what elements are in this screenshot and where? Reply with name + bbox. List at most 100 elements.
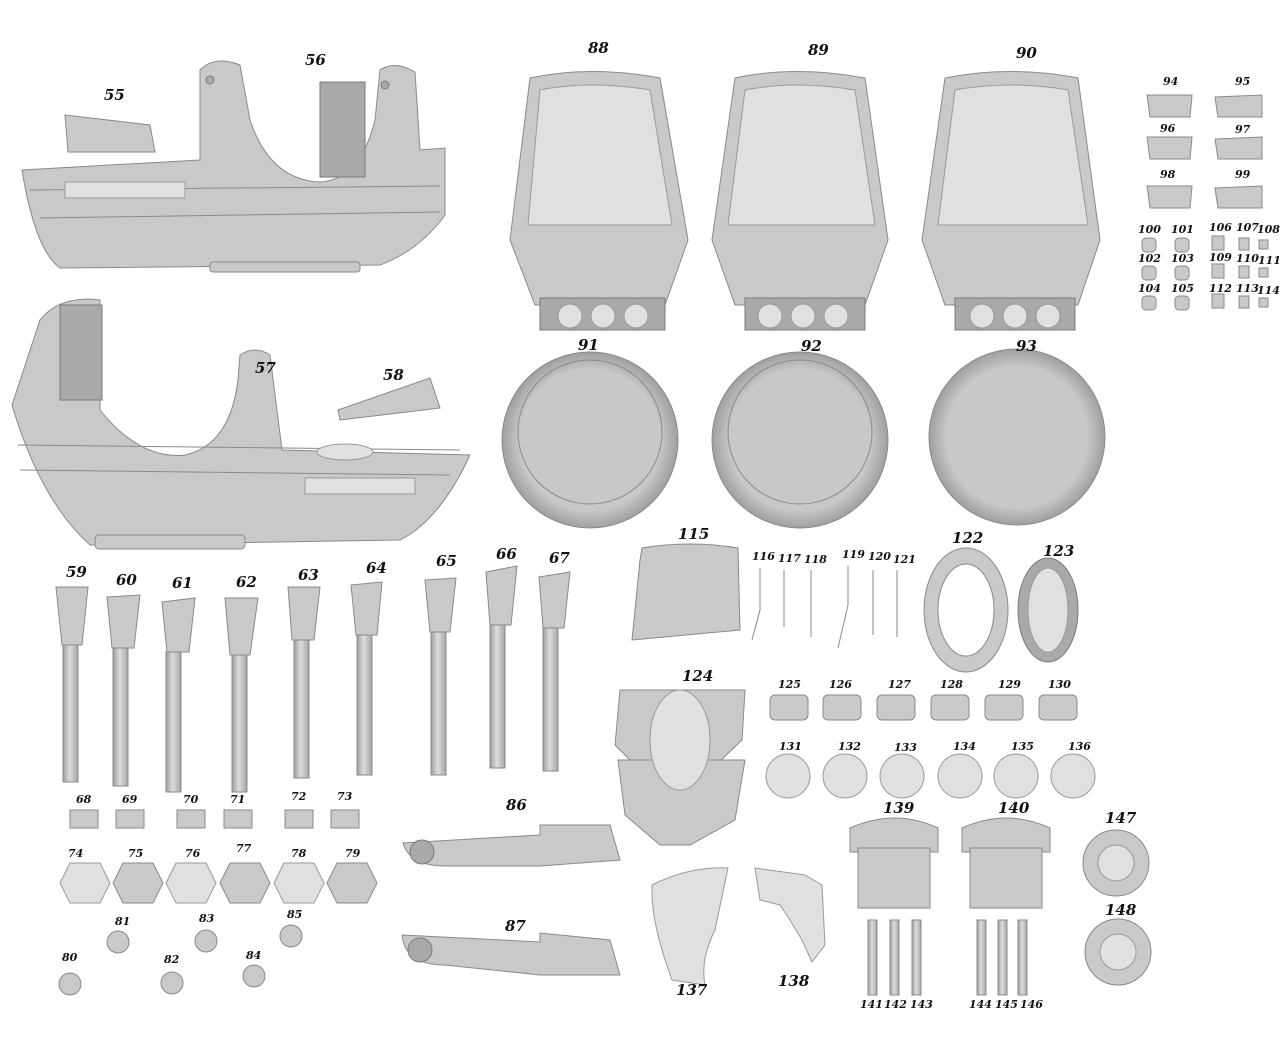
label-123: 123 (1043, 542, 1074, 560)
label-88: 88 (588, 39, 609, 57)
label-85: 85 (287, 908, 302, 921)
part-115-housing (631, 543, 741, 641)
label-58: 58 (383, 366, 404, 384)
part-88-plate (509, 71, 689, 331)
label-68: 68 (76, 793, 92, 806)
label-99: 99 (1235, 168, 1251, 181)
label-101: 101 (1171, 223, 1194, 236)
label-137: 137 (676, 981, 708, 999)
part-57-hull-section (11, 298, 471, 550)
part-123-grille (1017, 557, 1079, 663)
label-80: 80 (62, 951, 78, 964)
label-128: 128 (940, 678, 963, 691)
parts-100-114-tiny-fittings (1141, 235, 1269, 311)
label-62: 62 (236, 573, 257, 591)
label-79: 79 (345, 847, 361, 860)
parts-68-73-clips (69, 809, 360, 829)
label-104: 104 (1138, 282, 1161, 295)
label-119: 119 (842, 548, 865, 561)
label-127: 127 (888, 678, 911, 691)
label-55: 55 (104, 86, 125, 104)
label-63: 63 (298, 566, 319, 584)
part-93-disc (928, 348, 1106, 526)
label-69: 69 (122, 793, 138, 806)
label-138: 138 (778, 972, 810, 990)
label-120: 120 (868, 550, 891, 563)
parts-147-148-wheels (1082, 829, 1152, 986)
label-75: 75 (128, 847, 143, 860)
label-66: 66 (496, 545, 517, 563)
label-117: 117 (778, 552, 801, 565)
label-87: 87 (505, 917, 526, 935)
label-56: 56 (305, 51, 326, 69)
label-126: 126 (829, 678, 852, 691)
label-97: 97 (1235, 123, 1251, 136)
label-105: 105 (1171, 282, 1194, 295)
parts-74-79-hex-plates (59, 862, 378, 904)
label-132: 132 (838, 740, 861, 753)
label-82: 82 (164, 953, 180, 966)
label-141: 141 (860, 998, 883, 1011)
label-148: 148 (1105, 901, 1137, 919)
label-102: 102 (1138, 252, 1161, 265)
parts-141-146-rods (867, 919, 1028, 996)
label-110: 110 (1236, 252, 1259, 265)
parts-139-140-housings (849, 817, 1051, 909)
label-93: 93 (1016, 337, 1037, 355)
label-109: 109 (1209, 251, 1232, 264)
parts-94-99-small-brackets (1146, 94, 1263, 209)
label-139: 139 (883, 799, 915, 817)
label-59: 59 (66, 563, 87, 581)
label-73: 73 (337, 790, 353, 803)
parts-80-85-rivets (58, 924, 303, 996)
label-90: 90 (1016, 44, 1037, 62)
label-103: 103 (1171, 252, 1194, 265)
label-81: 81 (115, 915, 130, 928)
label-95: 95 (1235, 75, 1250, 88)
part-56-hull-section (21, 60, 446, 273)
label-133: 133 (894, 741, 917, 754)
label-145: 145 (995, 998, 1018, 1011)
label-107: 107 (1236, 221, 1259, 234)
label-83: 83 (199, 912, 215, 925)
label-78: 78 (291, 847, 307, 860)
label-147: 147 (1105, 809, 1137, 827)
label-118: 118 (804, 553, 827, 566)
parts-131-136-discs (765, 753, 1096, 799)
label-111: 111 (1258, 254, 1280, 267)
label-61: 61 (172, 574, 193, 592)
label-71: 71 (230, 793, 245, 806)
label-76: 76 (185, 847, 201, 860)
label-131: 131 (779, 740, 802, 753)
label-100: 100 (1138, 223, 1161, 236)
label-98: 98 (1160, 168, 1176, 181)
part-number-labels: 55 56 57 58 59 60 61 62 63 64 65 66 67 6… (62, 39, 1280, 1011)
label-106: 106 (1209, 221, 1232, 234)
parts-59-67-pillars (55, 565, 571, 793)
label-116: 116 (752, 550, 775, 563)
label-91: 91 (578, 336, 599, 354)
part-124-mount (614, 689, 746, 846)
label-129: 129 (998, 678, 1021, 691)
label-121: 121 (893, 553, 916, 566)
label-57: 57 (255, 359, 276, 377)
label-74: 74 (68, 847, 83, 860)
part-90-plate (921, 71, 1101, 331)
label-96: 96 (1160, 122, 1176, 135)
label-136: 136 (1068, 740, 1091, 753)
part-55-bracket (64, 114, 156, 153)
label-84: 84 (246, 949, 261, 962)
label-143: 143 (910, 998, 933, 1011)
label-94: 94 (1163, 75, 1178, 88)
part-58-bracket (337, 377, 441, 421)
label-112: 112 (1209, 282, 1232, 295)
parts-125-130-sockets (769, 694, 1078, 721)
label-72: 72 (291, 790, 307, 803)
label-134: 134 (953, 740, 976, 753)
label-142: 142 (884, 998, 907, 1011)
label-92: 92 (801, 337, 822, 355)
label-67: 67 (549, 549, 570, 567)
label-115: 115 (678, 525, 709, 543)
label-60: 60 (116, 571, 137, 589)
